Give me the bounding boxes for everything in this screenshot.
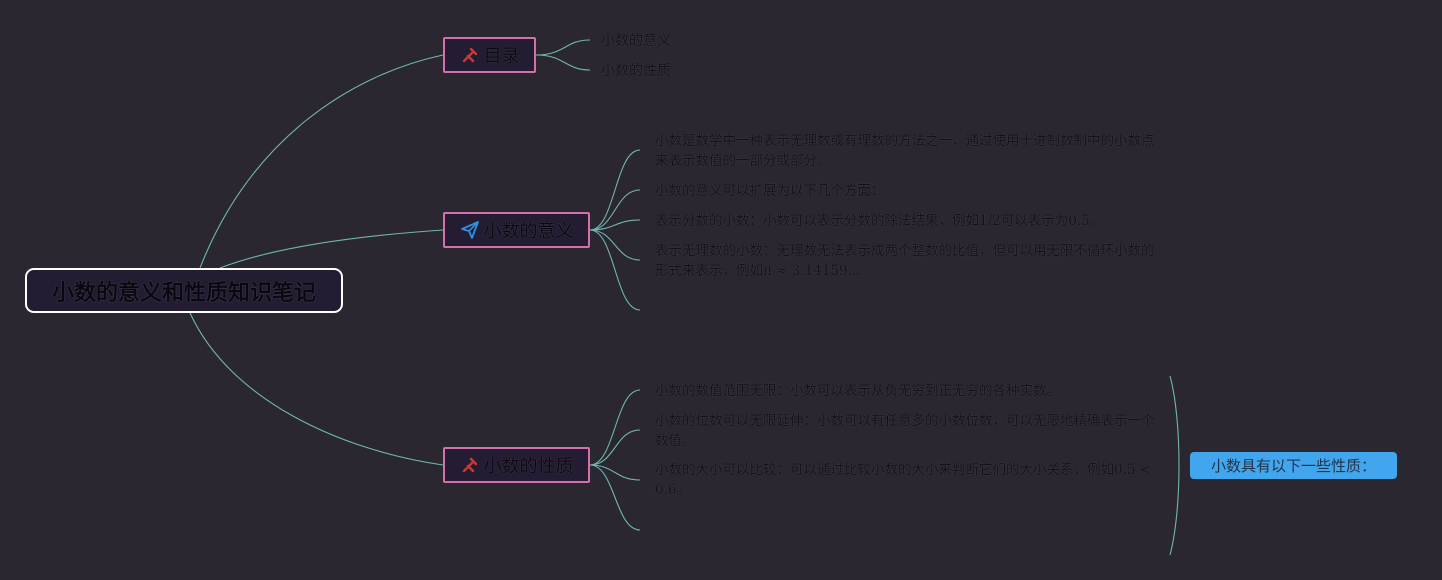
branch-toc[interactable]: 目录 (443, 37, 536, 73)
connector-property-2 (589, 429, 641, 466)
connector-root-meaning (219, 229, 444, 269)
connector-meaning-4 (589, 229, 641, 261)
property-leaf-1[interactable]: 小数的数值范围无限：小数可以表示从负无穷到正无穷的各种实数。 (655, 383, 1060, 399)
paper-plane-icon (460, 220, 480, 240)
branch-toc-label: 目录 (483, 46, 520, 67)
root-topic[interactable]: 小数的意义和性质知识笔记 (25, 268, 343, 313)
connector-root-property (189, 312, 444, 466)
property-leaf-3[interactable]: 小数的大小可以比较：可以通过比较小数的大小来判断它们的大小关系，例如0.5 < … (655, 462, 1152, 498)
connector-property-4 (589, 464, 641, 531)
root-topic-label: 小数的意义和性质知识笔记 (51, 280, 316, 306)
toc-item-meaning[interactable]: 小数的意义 (601, 33, 671, 49)
property-leaf-2[interactable]: 小数的位数可以无限延伸：小数可以有任意多的小数位数，可以无限地精确表示一个数值。 (655, 413, 1155, 449)
summary-bracket (1169, 375, 1180, 556)
connector-meaning-2 (589, 189, 641, 231)
connector-meaning-5 (589, 229, 641, 311)
summary-topic[interactable]: 小数具有以下一些性质： (1190, 452, 1397, 479)
branch-property-label: 小数的性质 (483, 456, 574, 477)
connector-property-3 (589, 464, 641, 481)
meaning-leaf-3[interactable]: 表示分数的小数：小数可以表示分数的除法结果，例如1/2可以表示为0.5。 (655, 213, 1104, 229)
branch-meaning-label: 小数的意义 (483, 221, 574, 242)
connector-toc-1 (535, 39, 591, 56)
tools-icon (460, 45, 480, 65)
meaning-leaf-2[interactable]: 小数的意义可以扩展为以下几个方面： (655, 183, 885, 199)
summary-topic-label: 小数具有以下一些性质： (1210, 457, 1376, 475)
connector-meaning-3 (589, 219, 641, 231)
connector-root-toc (199, 54, 444, 269)
tools-icon (460, 455, 480, 475)
connector-meaning-1 (589, 149, 641, 231)
connector-toc-2 (535, 54, 591, 71)
toc-item-property[interactable]: 小数的性质 (601, 63, 671, 79)
meaning-leaf-4[interactable]: 表示无理数的小数：无理数无法表示成两个整数的比值，但可以用无限不循环小数的形式来… (655, 243, 1155, 279)
meaning-leaf-1[interactable]: 小数是数学中一种表示无理数或有理数的方法之一，通过使用十进制数制中的小数点来表示… (655, 133, 1155, 169)
branch-property[interactable]: 小数的性质 (443, 447, 590, 483)
connector-property-1 (589, 389, 641, 466)
branch-meaning[interactable]: 小数的意义 (443, 212, 590, 248)
